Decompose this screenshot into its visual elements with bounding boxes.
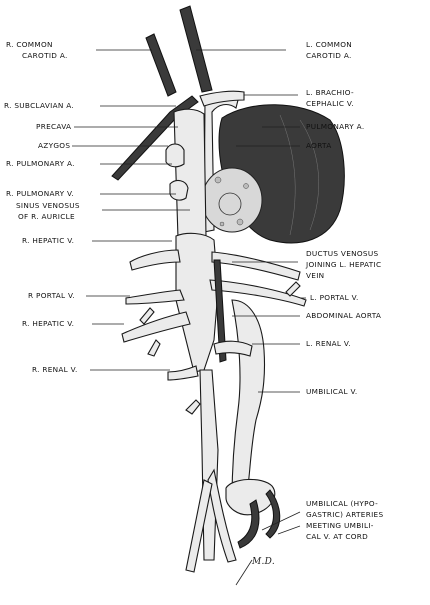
label-l-common-carotid-line-2: CAROTID A. [306, 51, 352, 60]
abdominal-aorta-vessel [213, 259, 227, 363]
postcava-trunk [175, 232, 219, 373]
label-r-renal-v: R. RENAL V. [32, 365, 78, 374]
label-l-common-carotid-line-1: L. COMMON [306, 40, 352, 49]
leader-lines [72, 49, 306, 586]
precava-vessel [173, 108, 207, 243]
left-labels: R. COMMON CAROTID A. R. SUBCLAVIAN A. PR… [4, 40, 80, 374]
umbilical-arteries-loop [225, 478, 276, 516]
label-l-portal-v: L. PORTAL V. [310, 293, 359, 302]
label-l-renal-v: L. RENAL V. [306, 339, 351, 348]
label-precava: PRECAVA [36, 122, 71, 131]
label-umbilical-arteries-line-3: MEETING UMBILI- [306, 521, 374, 530]
r-pulmonary-v-vessel [169, 179, 189, 201]
label-r-pulmonary-v: R. PULMONARY V. [6, 189, 74, 198]
label-sinus-venosus-line-1: SINUS VENOSUS [16, 201, 80, 210]
label-umbilical-v: UMBILICAL V. [306, 387, 357, 396]
label-umbilical-arteries-line-4: CAL V. AT CORD [306, 532, 368, 541]
label-abdominal-aorta: ABDOMINAL AORTA [306, 311, 381, 320]
label-r-portal-v: R PORTAL V. [28, 291, 75, 300]
label-l-brachiocephalic-line-1: L. BRACHIO- [306, 88, 354, 97]
umbilical-artery-hook-2 [265, 489, 281, 539]
l-portal-vessel [209, 279, 307, 307]
ductus-venosus-vessel [211, 251, 301, 281]
r-common-carotid-vessel [145, 33, 177, 97]
umbilical-v-vessel [231, 299, 266, 501]
label-ductus-venosus-line-2: JOINING L. HEPATIC [305, 260, 381, 269]
label-sinus-venosus-line-2: OF R. AURICLE [18, 212, 75, 221]
azygos-vessel [165, 143, 185, 168]
umbilical-artery-hook-1 [237, 499, 260, 549]
label-l-brachiocephalic-line-2: CEPHALIC V. [306, 99, 354, 108]
label-umbilical-arteries-line-2: GASTRIC) ARTERIES [306, 510, 383, 519]
right-labels: L. COMMON CAROTID A. L. BRACHIO- CEPHALI… [305, 40, 383, 541]
label-pulmonary-a: PULMONARY A. [306, 122, 364, 131]
r-portal-vessel [125, 289, 185, 305]
l-common-carotid-vessel [179, 5, 213, 93]
l-brachiocephalic-vessel [199, 90, 245, 107]
label-ductus-venosus-line-1: DUCTUS VENOSUS [306, 249, 378, 258]
vessel-illustration [111, 5, 345, 573]
label-ductus-venosus-line-3: VEIN [306, 271, 324, 280]
r-hepatic-vessel-lower [121, 311, 191, 343]
label-umbilical-arteries-line-1: UMBILICAL (HYPO- [306, 499, 378, 508]
r-hepatic-vessel-upper [129, 249, 181, 271]
artist-signature: M.D. [251, 557, 275, 567]
r-renal-vessel [167, 365, 199, 381]
left-iliac-branch [207, 468, 237, 563]
label-r-subclavian: R. SUBCLAVIAN A. [4, 101, 74, 110]
label-r-common-carotid-line-2: CAROTID A. [22, 51, 68, 60]
label-aorta: AORTA [306, 141, 332, 150]
l-renal-vessel [213, 340, 253, 357]
auricle [201, 167, 263, 233]
label-azygos: AZYGOS [38, 141, 70, 150]
label-r-hepatic-v-upper: R. HEPATIC V. [22, 236, 74, 245]
right-iliac-branch [185, 479, 213, 573]
label-r-common-carotid-line-1: R. COMMON [6, 40, 53, 49]
label-r-pulmonary-a: R. PULMONARY A. [6, 159, 75, 168]
label-r-hepatic-v-lower: R. HEPATIC V. [22, 319, 74, 328]
